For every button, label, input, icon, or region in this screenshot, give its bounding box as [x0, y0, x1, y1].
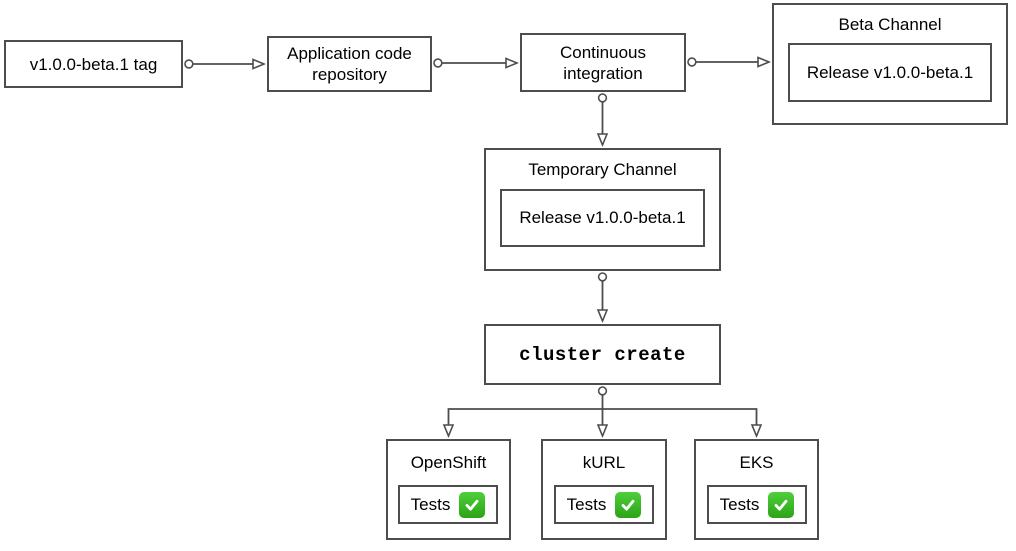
node-eks: EKS Tests	[694, 439, 819, 540]
node-openshift: OpenShift Tests	[386, 439, 511, 540]
check-mark-icon	[615, 491, 642, 518]
temporary-channel-title: Temporary Channel	[528, 160, 677, 179]
openshift-title: OpenShift	[410, 453, 487, 472]
node-version-tag-label: v1.0.0-beta.1 tag	[29, 54, 158, 74]
node-continuous-integration: Continuous integration	[520, 33, 686, 92]
node-temporary-channel: Temporary Channel Release v1.0.0-beta.1	[484, 148, 721, 271]
node-cluster-create: cluster create	[484, 324, 721, 385]
node-temporary-release: Release v1.0.0-beta.1	[500, 189, 705, 247]
node-application-code-repository-label: Application code repository	[287, 44, 412, 84]
openshift-tests-label: Tests	[410, 494, 451, 514]
eks-tests-label: Tests	[719, 494, 760, 514]
kurl-title: kURL	[582, 453, 626, 472]
beta-channel-title: Beta Channel	[838, 15, 942, 34]
temporary-release-label: Release v1.0.0-beta.1	[519, 208, 686, 227]
connector-cluster-create-to-openshift	[449, 408, 603, 436]
eks-title: EKS	[739, 453, 774, 472]
check-mark-icon	[459, 491, 486, 518]
beta-release-label: Release v1.0.0-beta.1	[806, 62, 974, 82]
node-beta-release: Release v1.0.0-beta.1	[788, 43, 992, 102]
node-version-tag: v1.0.0-beta.1 tag	[4, 40, 183, 88]
openshift-tests-box: Tests	[398, 485, 498, 524]
eks-tests-box: Tests	[707, 485, 807, 524]
node-continuous-integration-label: Continuous integration	[559, 42, 646, 83]
cluster-create-label: cluster create	[519, 343, 686, 366]
node-beta-channel: Beta Channel Release v1.0.0-beta.1	[772, 3, 1008, 125]
kurl-tests-label: Tests	[566, 494, 607, 514]
node-kurl: kURL Tests	[541, 439, 667, 540]
node-application-code-repository: Application code repository	[267, 36, 432, 92]
kurl-tests-box: Tests	[554, 485, 654, 524]
connector-cluster-create-to-eks	[602, 408, 757, 436]
check-mark-icon	[768, 491, 795, 518]
